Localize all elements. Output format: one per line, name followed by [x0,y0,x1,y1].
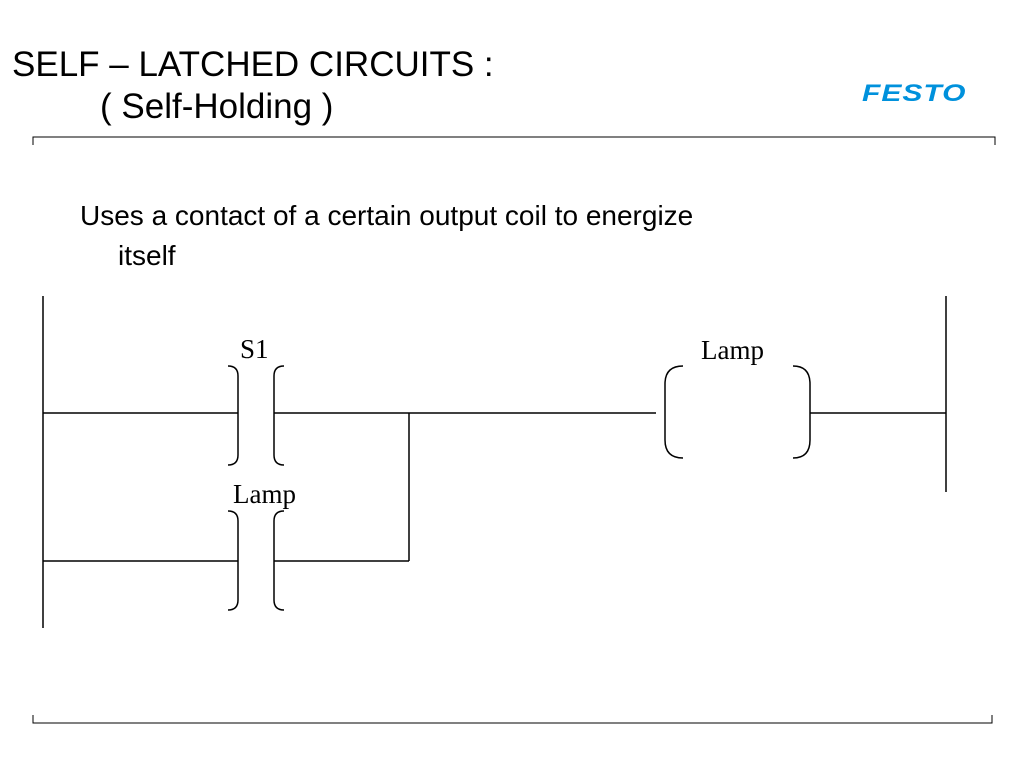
contact-lamp-label: Lamp [233,479,296,509]
coil-lamp-label: Lamp [701,335,764,365]
slide-title: SELF – LATCHED CIRCUITS : ( Self-Holding… [12,44,494,128]
slide-title-main: SELF – LATCHED CIRCUITS : [12,45,494,84]
contact-s1-left-plate [227,365,239,466]
frame-top-rule [32,136,996,145]
contact-s1: S1 [227,334,285,466]
festo-logo: FESTO [862,80,967,107]
contact-lamp-left-plate [227,510,239,611]
frame-bottom-rule [32,715,993,724]
contact-lamp-latch: Lamp [227,479,296,611]
slide-subtitle: Uses a contact of a certain output coil … [80,200,694,271]
contact-lamp-right-plate [273,510,285,611]
contact-s1-right-plate [273,365,285,466]
slide-title-sub: ( Self-Holding ) [100,87,334,126]
contact-s1-label: S1 [240,334,269,364]
coil-lamp-right-arc [792,365,811,459]
coil-lamp-left-arc [664,365,684,459]
coil-lamp: Lamp [664,335,811,459]
